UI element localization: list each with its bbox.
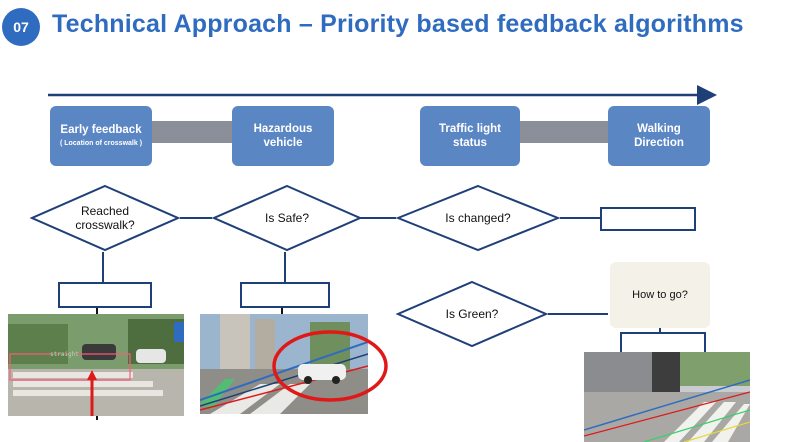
- crosswalk-detection-photo: straight: [8, 314, 184, 416]
- walking-direction-photo: [584, 352, 750, 442]
- output-box-changed: [600, 207, 696, 231]
- decision-reached-shape: [30, 184, 180, 252]
- output-box-safe: [240, 282, 330, 308]
- stage-link-1: [152, 121, 232, 143]
- decision-changed-shape: [396, 184, 560, 252]
- stage-traffic-light-label: Traffic light status: [439, 122, 501, 149]
- stage-traffic-light: Traffic light status: [420, 106, 520, 166]
- hazard-highlight-ellipse: [272, 330, 388, 402]
- output-box-direction: [620, 332, 706, 354]
- output-box-reached: [58, 282, 152, 308]
- stage-walking-direction-label: Walking Direction: [634, 122, 684, 149]
- decision-safe-label: Is Safe?: [264, 210, 310, 225]
- stage-link-3: [520, 121, 608, 143]
- page-title: Technical Approach – Priority based feed…: [52, 10, 744, 38]
- decision-reached-label: Reached crosswalk?: [75, 203, 135, 232]
- decision-changed-label: Is changed?: [445, 210, 511, 225]
- decision-green-label: Is Green?: [445, 306, 499, 321]
- decision-green-shape: [396, 280, 548, 348]
- stage-hazardous-vehicle: Hazardous vehicle: [232, 106, 334, 166]
- hazard-vehicle-photo: [200, 314, 368, 414]
- stage-early-feedback: Early feedback ( Location of crosswalk ): [50, 106, 152, 166]
- stage-early-feedback-label: Early feedback: [60, 124, 142, 137]
- decision-safe-shape: [212, 184, 362, 252]
- crosswalk-straight-label: straight: [50, 351, 79, 358]
- stage-hazardous-vehicle-label: Hazardous vehicle: [253, 122, 313, 149]
- how-to-go-note: How to go?: [610, 262, 710, 328]
- stage-early-feedback-sub: ( Location of crosswalk ): [59, 139, 143, 147]
- stage-walking-direction: Walking Direction: [608, 106, 710, 166]
- section-number-badge: 07: [2, 8, 40, 46]
